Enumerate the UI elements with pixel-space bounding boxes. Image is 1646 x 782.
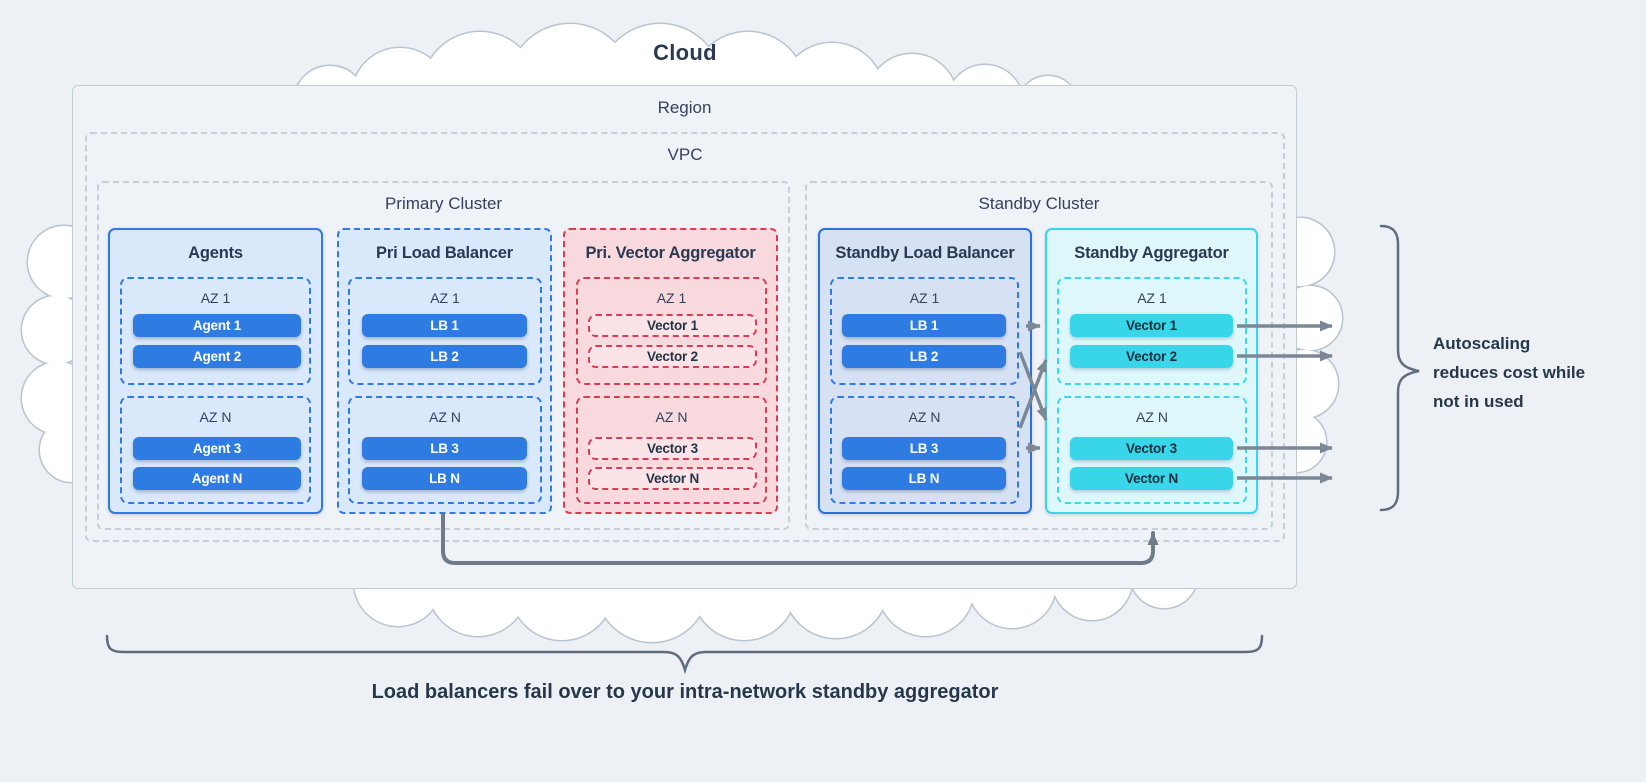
autoscaling-note-line: not in used <box>1433 392 1524 411</box>
az1-label: AZ 1 <box>1137 290 1167 306</box>
agents-azn-box: AZ N <box>120 396 311 504</box>
primary-cluster-label: Primary Cluster <box>384 194 503 213</box>
standby-agg-azn-box: AZ N <box>1057 396 1247 504</box>
standby-aggregator-title: Standby Aggregator <box>1074 244 1229 262</box>
pri-vector-2-node: Vector 2 <box>588 345 757 368</box>
azn-label: AZ N <box>429 409 461 425</box>
pri-agg-az1-box: AZ 1 <box>576 277 767 385</box>
az1-label: AZ 1 <box>656 290 687 306</box>
pri-lb-3-node: LB 3 <box>362 437 527 460</box>
pri-vector-3-node: Vector 3 <box>588 437 757 460</box>
standby-lb-n-node: LB N <box>842 467 1006 490</box>
pri-vector-aggregator-box: Pri. Vector Aggregator <box>563 228 778 514</box>
agent-n-node: Agent N <box>133 467 301 490</box>
standby-vector-3-node: Vector 3 <box>1070 437 1233 460</box>
standby-lb-2-node: LB 2 <box>842 345 1006 368</box>
agents-az1-box: AZ 1 <box>120 277 311 385</box>
agents-box: Agents <box>108 228 323 514</box>
pri-vector-aggregator-title: Pri. Vector Aggregator <box>585 244 756 262</box>
pri-lb-1-node: LB 1 <box>362 314 527 337</box>
autoscaling-note-line: Autoscaling <box>1433 334 1531 353</box>
pri-vector-1-node: Vector 1 <box>588 314 757 337</box>
pri-lb-azn-box: AZ N <box>348 396 542 504</box>
pri-lb-2-node: LB 2 <box>362 345 527 368</box>
pri-agg-azn-box: AZ N <box>576 396 767 504</box>
vpc-label: VPC <box>667 145 703 164</box>
standby-vector-2-node: Vector 2 <box>1070 345 1233 368</box>
agent-2-node: Agent 2 <box>133 345 301 368</box>
standby-lb-azn-box: AZ N <box>830 396 1019 504</box>
autoscaling-brace <box>1379 224 1420 512</box>
standby-cluster-label: Standby Cluster <box>978 194 1100 213</box>
failover-note: Load balancers fail over to your intra-n… <box>371 681 999 703</box>
pri-vector-n-node: Vector N <box>588 467 757 490</box>
standby-load-balancer-box: Standby Load Balancer <box>818 228 1032 514</box>
standby-vector-n-node: Vector N <box>1070 467 1233 490</box>
standby-load-balancer-title: Standby Load Balancer <box>835 244 1015 262</box>
az1-label: AZ 1 <box>909 290 940 306</box>
azn-label: AZ N <box>908 409 941 425</box>
standby-agg-az1-box: AZ 1 <box>1057 277 1247 385</box>
azn-label: AZ N <box>199 409 232 425</box>
azn-label: AZ N <box>655 409 688 425</box>
standby-lb-3-node: LB 3 <box>842 437 1006 460</box>
standby-vector-1-node: Vector 1 <box>1070 314 1233 337</box>
az1-label: AZ 1 <box>200 290 231 306</box>
failover-brace <box>105 634 1264 675</box>
agents-title: Agents <box>188 244 243 262</box>
azn-label: AZ N <box>1136 409 1168 425</box>
agent-3-node: Agent 3 <box>133 437 301 460</box>
cloud-label: Cloud <box>653 40 717 65</box>
az1-label: AZ 1 <box>430 290 460 306</box>
region-label: Region <box>657 98 712 117</box>
standby-lb-1-node: LB 1 <box>842 314 1006 337</box>
pri-lb-n-node: LB N <box>362 467 527 490</box>
autoscaling-note: Autoscaling reduces cost while not in us… <box>1433 329 1633 416</box>
autoscaling-note-line: reduces cost while <box>1433 363 1586 382</box>
agent-1-node: Agent 1 <box>133 314 301 337</box>
pri-lb-az1-box: AZ 1 <box>348 277 542 385</box>
standby-lb-az1-box: AZ 1 <box>830 277 1019 385</box>
pri-load-balancer-title: Pri Load Balancer <box>376 244 513 262</box>
